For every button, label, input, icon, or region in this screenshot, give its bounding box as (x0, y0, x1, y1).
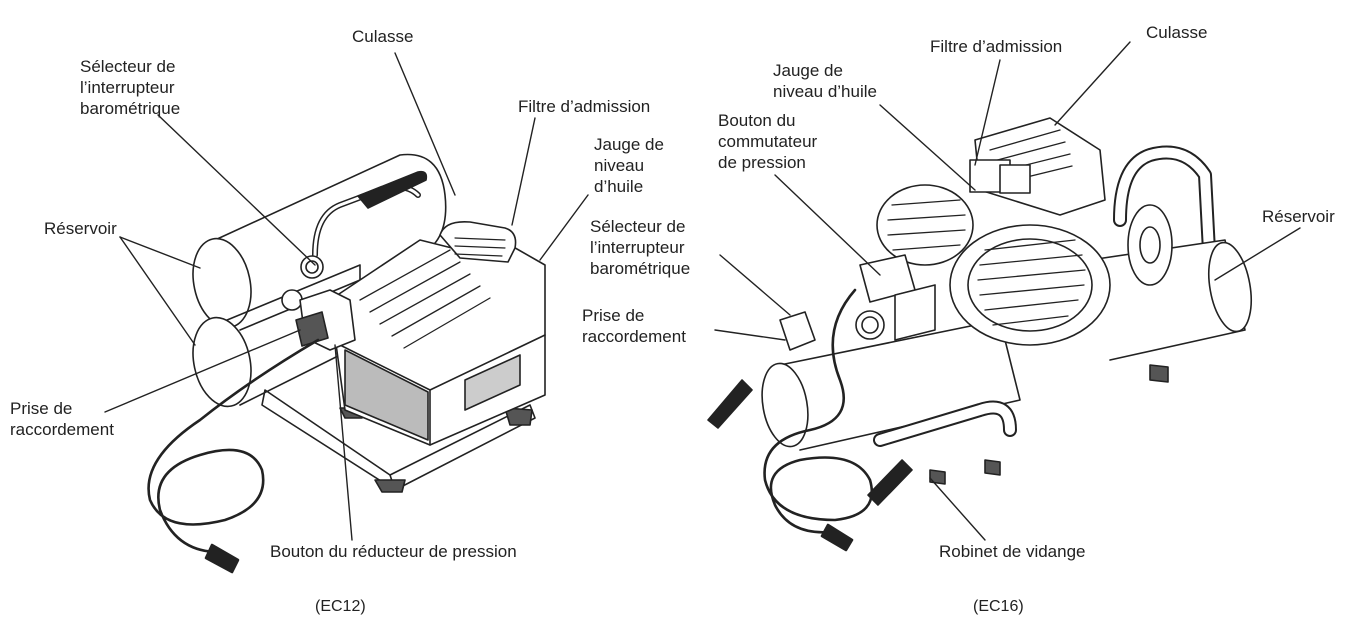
ec16-label-culasse: Culasse (1146, 23, 1208, 42)
leader-ec12-reservoir-a (119, 236, 201, 269)
ec12-label-selecteur: Sélecteur de l’interrupteur barométrique (80, 57, 181, 118)
ec12-label-prise: Prise de raccordement (10, 399, 114, 439)
ec12-power-cord (147, 338, 320, 574)
leader-ec12-filtre (511, 117, 536, 226)
ec16-regulator (779, 254, 936, 351)
ec12-motor-body (329, 239, 546, 446)
ec16-frame-tube (1113, 145, 1217, 277)
leader-ec16-bouton (774, 174, 881, 276)
ec16-motor (876, 184, 1111, 346)
ec16-label-filtre: Filtre d’admission (930, 37, 1063, 56)
leader-ec12-prise (104, 329, 301, 413)
ec16-wheel (1127, 204, 1173, 286)
ec16-label-robinet: Robinet de vidange (939, 542, 1086, 561)
leader-ec16-reservoir (1214, 227, 1301, 281)
ec16-cylinder-head (969, 117, 1106, 216)
ec12-label-culasse: Culasse (352, 27, 414, 46)
ec12-compressor-drawing (147, 153, 546, 574)
ec12-caption: (EC12) (315, 598, 366, 615)
leader-ec16-robinet (929, 477, 986, 541)
leader-ec16-jauge (879, 104, 976, 191)
leader-ec16-prise (714, 329, 786, 341)
ec12-regulator (281, 255, 356, 351)
ec16-compressor-drawing (707, 117, 1252, 552)
ec16-right-tank (1089, 239, 1252, 361)
ec16-caption: (EC16) (973, 598, 1024, 615)
ec16-label-selecteur: Sélecteur de l’interrupteur barométrique (590, 217, 691, 278)
ec16-label-prise: Prise de raccordement (582, 306, 686, 346)
ec12-label-filtre: Filtre d’admission (518, 97, 651, 116)
ec16-feet (929, 364, 1169, 485)
ec16-handles (707, 379, 1017, 506)
ec12-label-jauge: Jauge de niveau d’huile (594, 135, 664, 196)
leader-ec12-jauge (539, 194, 589, 261)
ec12-label-reservoir: Réservoir (44, 219, 117, 238)
ec16-label-bouton-commutateur: Bouton du commutateur de pression (718, 111, 818, 172)
ec12-handle (312, 170, 428, 258)
leader-lines (104, 41, 1301, 541)
leader-ec16-culasse (1054, 41, 1131, 126)
ec16-power-cord (763, 288, 874, 552)
leader-ec16-filtre (974, 59, 1001, 166)
leader-ec12-selecteur (157, 114, 316, 266)
ec16-label-jauge: Jauge de niveau d’huile (773, 61, 877, 101)
leader-ec12-reservoir-b (119, 236, 196, 346)
leader-ec16-selecteur (719, 254, 791, 316)
ec12-cylinder-head (439, 220, 517, 263)
leader-ec12-culasse (394, 52, 456, 196)
ec16-label-reservoir: Réservoir (1262, 207, 1335, 226)
leader-ec12-bouton (334, 344, 353, 541)
ec12-label-bouton-reducteur: Bouton du réducteur de pression (270, 542, 517, 561)
